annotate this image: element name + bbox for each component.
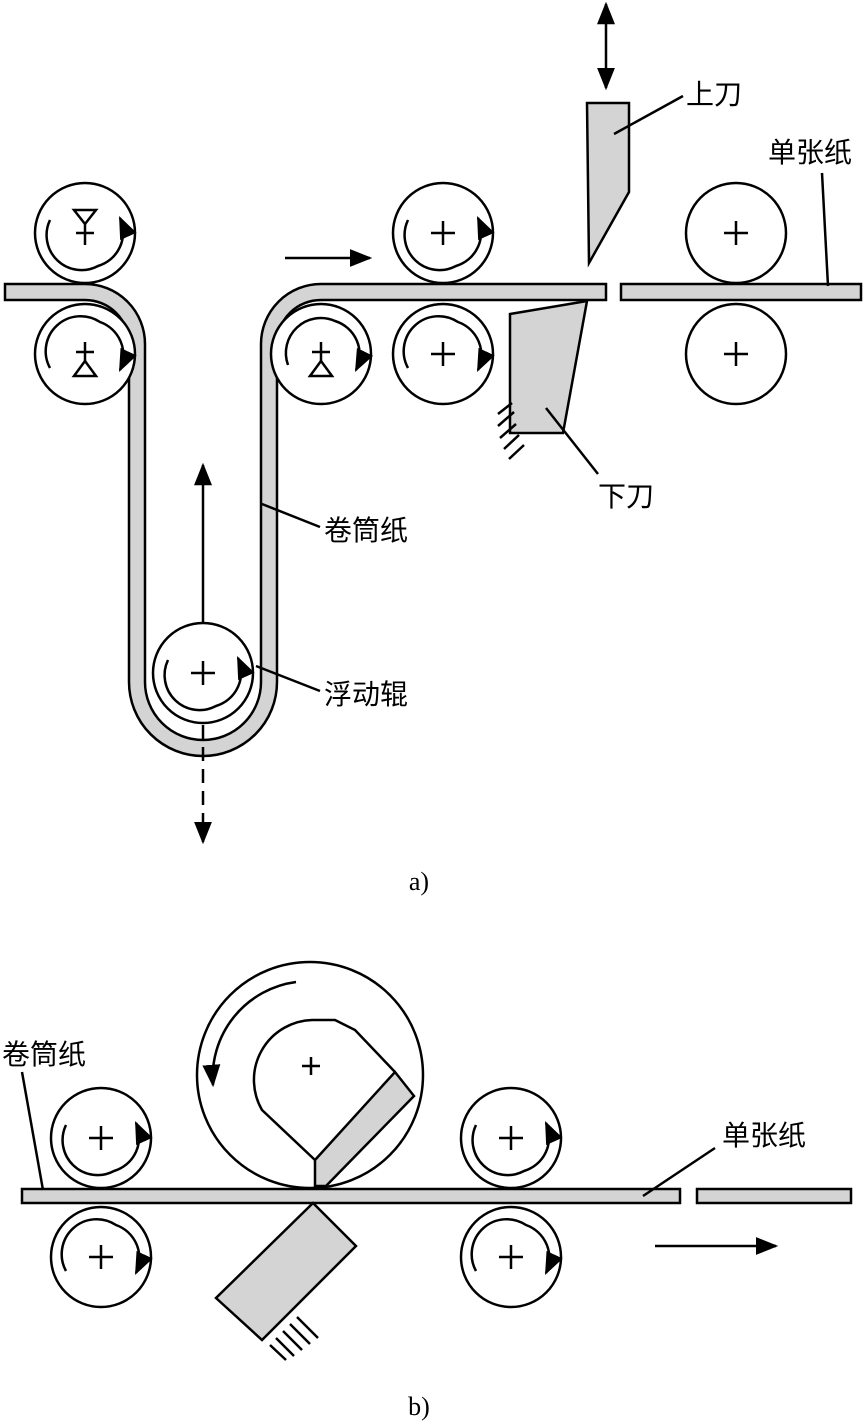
feed-roller-b-top: [49, 1086, 153, 1190]
feed-roller-b-bottom: [49, 1205, 153, 1309]
rotation-arrow-icon: [61, 1120, 153, 1177]
upper-knife: [585, 101, 631, 268]
caption-a: a): [409, 867, 429, 896]
rotation-arrow-icon: [44, 314, 137, 373]
rotation-arrow-icon: [45, 215, 137, 272]
web-paper-b: [20, 1187, 682, 1205]
delivery-roller-b-bottom: [459, 1205, 563, 1309]
rotation-arrow-icon: [60, 1217, 153, 1276]
figure-b: 卷筒纸 单张纸 b): [2, 960, 853, 1421]
lower-knife: [508, 299, 589, 435]
label-floating-roller: 浮动辊: [324, 678, 408, 711]
web-paper-path-a: [3, 282, 608, 758]
fixed-lower-knife: [214, 1201, 358, 1342]
rotation-arrow-icon: [402, 314, 495, 373]
rotation-arrow-icon: [403, 215, 495, 272]
label-single-sheet-b: 单张纸: [722, 1119, 806, 1152]
delivery-roller-b-top: [459, 1086, 563, 1190]
rotary-knife-blade: [313, 1070, 416, 1188]
figure-a: 上刀 单张纸 下刀 卷筒纸 浮动辊 a): [3, 1, 863, 896]
single-sheet-b: [695, 1187, 853, 1205]
fixed-knife-hatching: [269, 1316, 319, 1361]
rotation-arrow-icon: [163, 655, 255, 712]
feed-roller-a-bottom: [391, 302, 495, 406]
roller-a2: [269, 302, 374, 406]
floating-roller: [151, 621, 255, 725]
label-web-paper-b: 卷筒纸: [2, 1038, 86, 1071]
feed-roller-a-top: [391, 181, 495, 285]
rotation-arrow-icon: [470, 1217, 563, 1276]
label-lower-knife: 下刀: [598, 480, 654, 513]
caption-b: b): [408, 1392, 430, 1421]
rotary-knife-cylinder: [195, 960, 425, 1190]
label-upper-knife: 上刀: [686, 78, 742, 111]
lower-knife-hatching: [497, 402, 525, 460]
rotation-arrow-icon: [202, 980, 297, 1088]
rotation-arrow-icon: [284, 316, 374, 373]
delivery-roller-a-bottom: [684, 302, 788, 406]
rotation-arrow-icon: [471, 1120, 563, 1177]
roller-a1-bottom: [33, 302, 137, 406]
label-single-sheet-a: 单张纸: [768, 136, 852, 169]
label-web-paper-a: 卷筒纸: [324, 514, 408, 547]
single-sheet-a: [619, 282, 863, 302]
roller-a1-top: [33, 181, 137, 285]
delivery-roller-a-top: [684, 181, 788, 285]
